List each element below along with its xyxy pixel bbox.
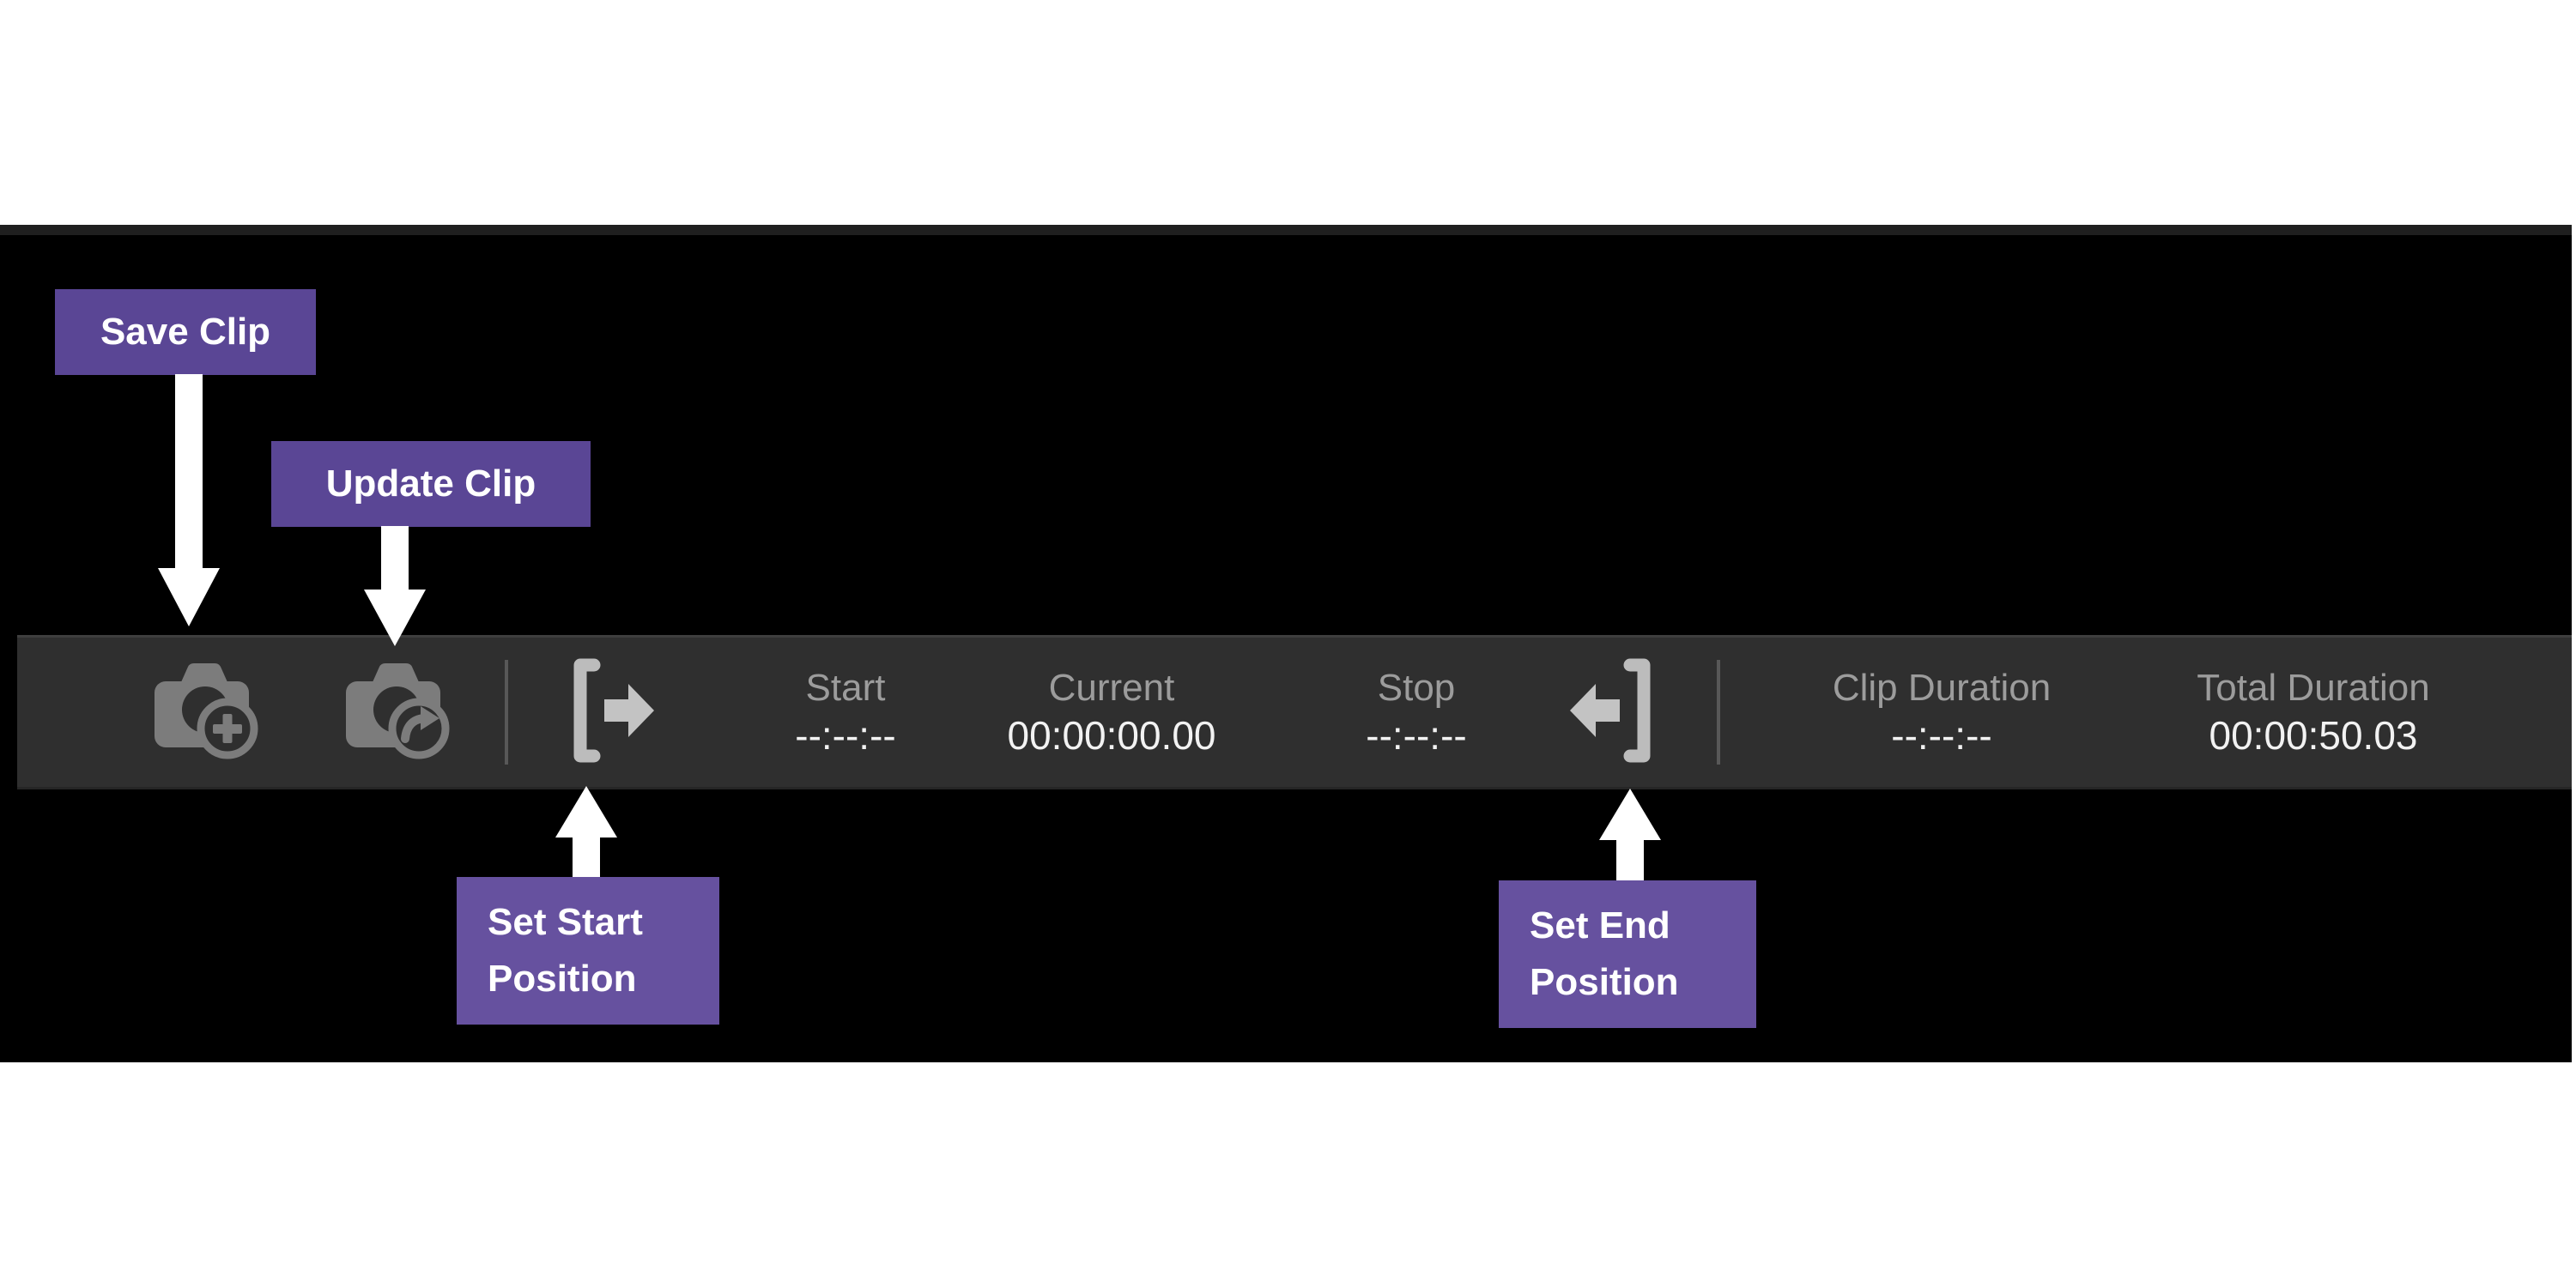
set-end-position-line2: Position: [1530, 961, 1679, 1003]
current-time-display: Current 00:00:00.00: [1007, 638, 1215, 787]
save-clip-arrow: [158, 374, 220, 626]
update-clip-arrow: [364, 526, 426, 646]
current-label: Current: [1048, 667, 1175, 709]
update-clip-callout: Update Clip: [271, 441, 591, 527]
camera-plus-icon: [152, 658, 269, 767]
set-start-position-line1: Set Start: [488, 901, 643, 943]
current-value: 00:00:00.00: [1007, 713, 1216, 758]
start-time-display: Start --:--:--: [795, 638, 895, 787]
set-start-position-line2: Position: [488, 958, 637, 1000]
toolbar-separator: [1717, 660, 1720, 765]
update-clip-callout-label: Update Clip: [325, 463, 536, 505]
stop-label: Stop: [1377, 667, 1456, 709]
clip-toolbar: Start --:--:-- Current 00:00:00.00 Stop …: [17, 635, 2572, 789]
update-clip-button[interactable]: [337, 638, 466, 787]
set-end-position-arrow: [1599, 789, 1661, 881]
stop-time-display: Stop --:--:--: [1366, 638, 1466, 787]
set-end-position-button[interactable]: [1553, 638, 1682, 787]
clip-duration-display: Clip Duration --:--:--: [1833, 638, 2051, 787]
save-clip-callout-label: Save Clip: [100, 311, 271, 353]
total-duration-value: 00:00:50.03: [2209, 713, 2418, 758]
clip-duration-label: Clip Duration: [1832, 667, 2052, 709]
start-value: --:--:--: [795, 713, 896, 758]
set-end-position-callout: Set End Position: [1499, 880, 1756, 1028]
clip-duration-value: --:--:--: [1891, 713, 1992, 758]
bracket-arrow-right-icon: [555, 655, 659, 771]
total-duration-display: Total Duration 00:00:50.03: [2197, 638, 2429, 787]
set-start-position-arrow: [555, 786, 617, 879]
video-stage: Start --:--:-- Current 00:00:00.00 Stop …: [0, 225, 2572, 1062]
arrow-left-bracket-icon: [1565, 655, 1670, 771]
start-label: Start: [805, 667, 886, 709]
set-start-position-callout: Set Start Position: [457, 877, 719, 1025]
save-clip-callout: Save Clip: [55, 289, 316, 375]
save-clip-button[interactable]: [146, 638, 275, 787]
total-duration-label: Total Duration: [2197, 667, 2430, 709]
camera-redo-icon: [343, 658, 460, 767]
stop-value: --:--:--: [1366, 713, 1467, 758]
set-start-position-button[interactable]: [542, 638, 671, 787]
toolbar-separator: [505, 660, 508, 765]
set-end-position-line1: Set End: [1530, 904, 1670, 946]
